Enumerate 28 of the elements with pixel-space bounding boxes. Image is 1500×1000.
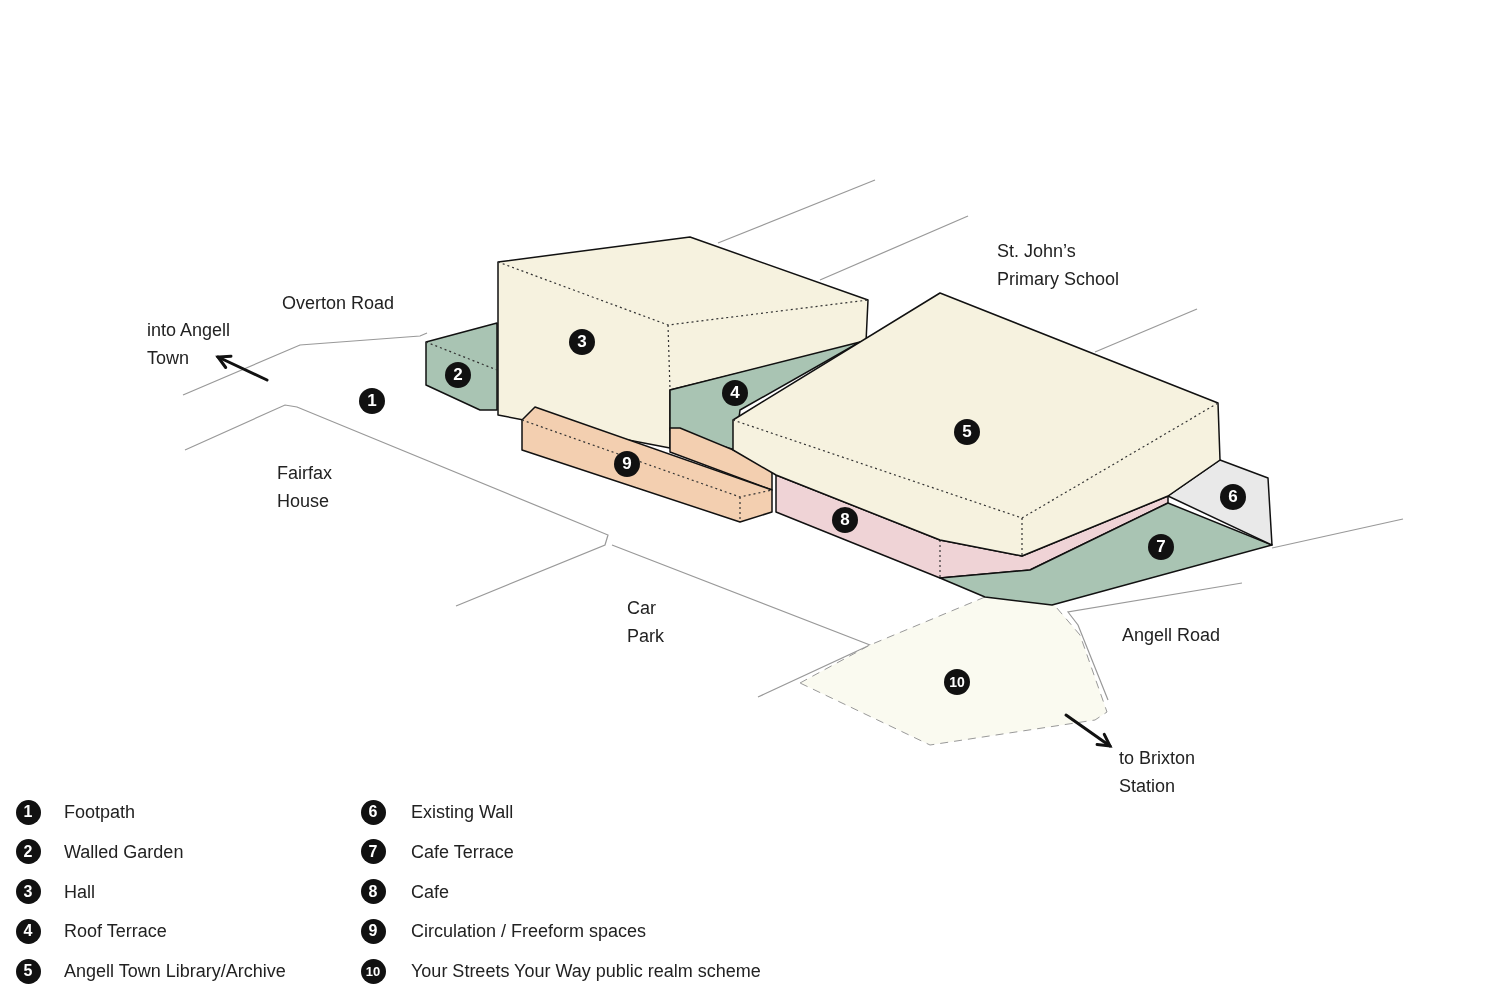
area-name: Angell Town Library/Archive bbox=[64, 960, 286, 984]
number-marker: 10 bbox=[360, 958, 386, 984]
area-name: Your Streets Your Way public realm scheme bbox=[411, 960, 761, 984]
place-label: Angell Road bbox=[1122, 624, 1222, 647]
number-marker: 5 bbox=[15, 958, 41, 984]
area-name: Existing Wall bbox=[411, 801, 514, 824]
place-label: Car Park bbox=[627, 597, 665, 648]
place-label: Fairfax House bbox=[277, 462, 333, 513]
number-marker: 6 bbox=[360, 799, 386, 825]
number-marker: 2 bbox=[15, 839, 41, 865]
area-name: Walled Garden bbox=[64, 840, 184, 864]
number-marker: 8 bbox=[360, 879, 386, 905]
area-name: Cafe Terrace bbox=[411, 840, 514, 864]
area-name: Cafe bbox=[411, 880, 450, 904]
number-marker: 9 bbox=[360, 918, 386, 944]
place-label: to Brixton Station bbox=[1119, 747, 1197, 798]
area-name: Footpath bbox=[64, 801, 136, 824]
number-marker: 3 bbox=[15, 879, 41, 905]
area-name: Hall bbox=[64, 880, 95, 904]
callout-number: 1 bbox=[359, 388, 385, 414]
place-label: into Angell Town bbox=[147, 319, 232, 370]
number-marker: 1 bbox=[15, 799, 41, 825]
number-marker: 7 bbox=[360, 839, 386, 865]
place-label: Overton Road bbox=[282, 292, 396, 315]
area-name: Roof Terrace bbox=[64, 920, 167, 944]
place-label: St. John’s Primary School bbox=[997, 240, 1121, 291]
area-name: Circulation / Freeform spaces bbox=[411, 920, 647, 944]
number-marker: 4 bbox=[15, 918, 41, 944]
